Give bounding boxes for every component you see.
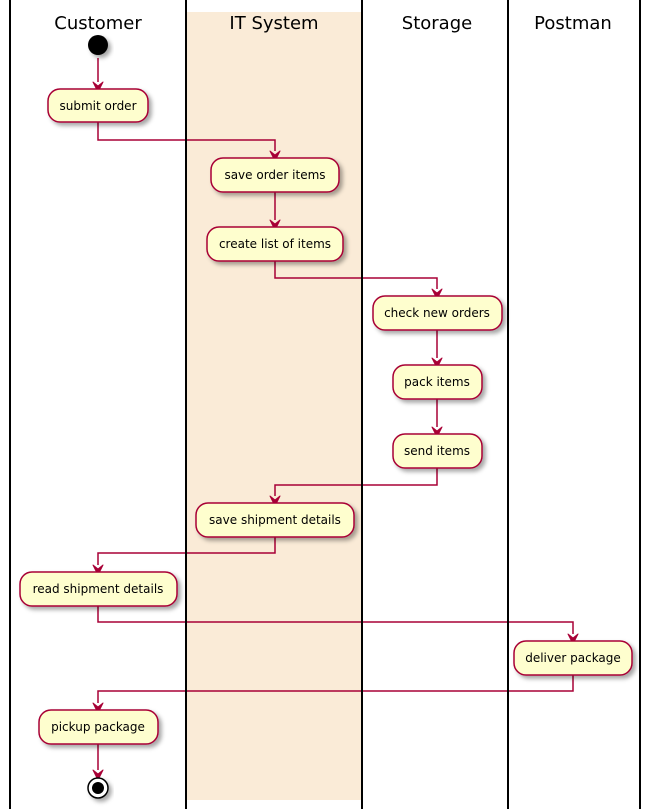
swimlane-title-customer: Customer <box>54 13 142 34</box>
activity-label: pack items <box>404 375 470 389</box>
activity-label: deliver package <box>525 651 621 665</box>
activity-save-shipment-details: save shipment details <box>195 502 355 538</box>
activity-check-new-orders: check new orders <box>372 295 503 331</box>
arrow-deliver-package-to-pickup-package <box>97 675 574 703</box>
activity-box <box>392 364 483 400</box>
end-node <box>87 777 109 799</box>
activity-pickup-package: pickup package <box>38 709 159 745</box>
swimlane-background-it-system <box>186 12 362 800</box>
activity-label: send items <box>404 444 470 458</box>
activity-save-order-items: save order items <box>210 157 340 193</box>
activity-send-items: send items <box>392 433 483 469</box>
arrows <box>97 58 574 770</box>
activity-box <box>195 502 355 538</box>
activity-submit-order: submit order <box>47 88 149 123</box>
arrow-read-shipment-details-to-deliver-package <box>97 606 574 634</box>
activity-label: submit order <box>59 99 136 113</box>
start-node <box>88 35 108 55</box>
activity-label: save shipment details <box>209 513 341 527</box>
swimlane-titles: Customer IT System Storage Postman <box>54 13 612 34</box>
arrow-create-list-to-check-new-orders <box>274 261 438 289</box>
arrow-send-items-to-save-shipment-details <box>274 468 438 496</box>
activity-box <box>206 226 344 262</box>
activity-box <box>47 88 149 123</box>
activity-create-list-of-items: create list of items <box>206 226 344 262</box>
activity-read-shipment-details: read shipment details <box>19 571 178 607</box>
activity-box <box>38 709 159 745</box>
start-circle <box>88 35 108 55</box>
activity-box <box>392 433 483 469</box>
activity-label: create list of items <box>219 237 331 251</box>
activity-deliver-package: deliver package <box>513 640 633 676</box>
swimlane-title-postman: Postman <box>534 13 612 34</box>
activity-nodes: submit order save order items create lis… <box>19 88 633 745</box>
activity-label: pickup package <box>51 720 145 734</box>
arrowhead-end <box>92 769 104 781</box>
activity-label: save order items <box>224 168 325 182</box>
activity-pack-items: pack items <box>392 364 483 400</box>
swimlane-title-storage: Storage <box>402 13 472 34</box>
swimlane-dividers <box>9 0 641 809</box>
activity-label: check new orders <box>384 306 490 320</box>
swimlane-backgrounds <box>186 12 362 800</box>
swimlane-title-it-system: IT System <box>229 13 318 34</box>
activity-box <box>19 571 178 607</box>
activity-box <box>210 157 340 193</box>
activity-box <box>372 295 503 331</box>
activity-box <box>513 640 633 676</box>
activity-label: read shipment details <box>33 582 164 596</box>
end-inner-circle <box>92 782 104 794</box>
